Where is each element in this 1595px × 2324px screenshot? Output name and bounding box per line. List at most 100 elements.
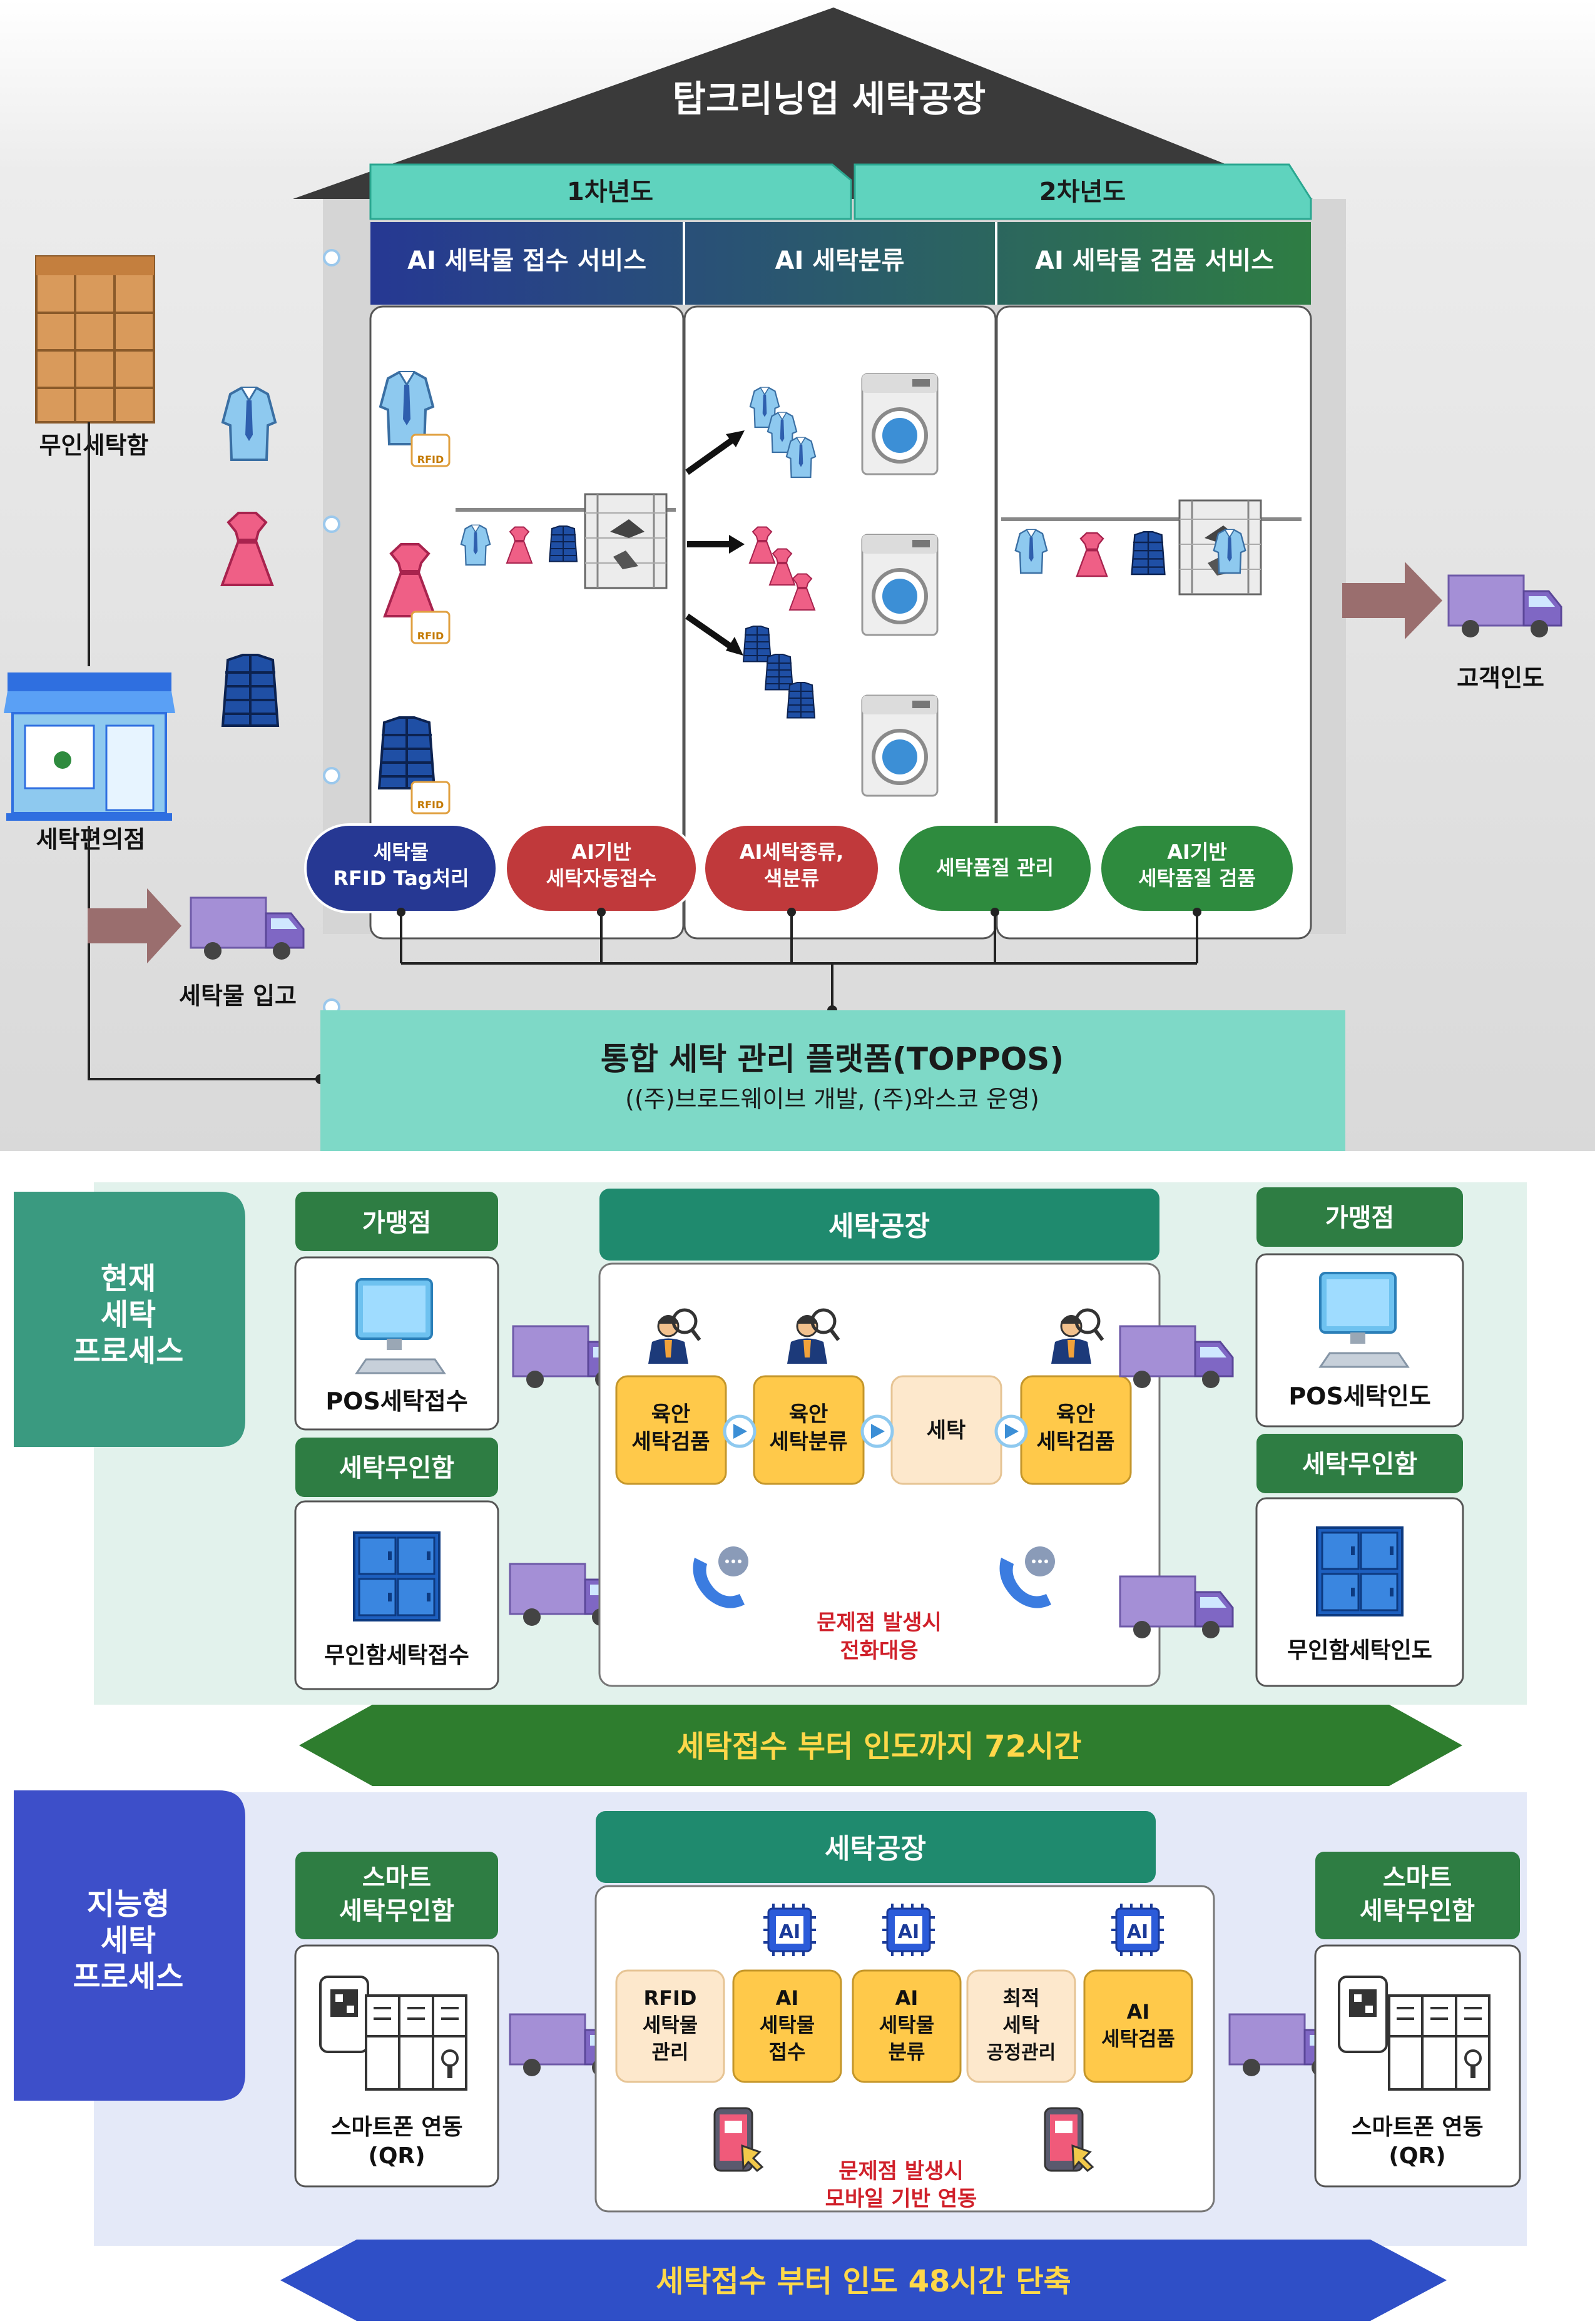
left-franchise-title: 가맹점 xyxy=(362,1209,431,1237)
year-2-label: 2차년도 xyxy=(1039,178,1126,206)
left-smart-locker-title-line1: 스마트 xyxy=(362,1864,431,1892)
step-ai-sorting xyxy=(852,1969,962,2083)
unmanned-locker-label: 무인세탁함 xyxy=(39,432,149,459)
ai-chip-label: AI xyxy=(898,1921,919,1943)
shirt-icon xyxy=(379,371,434,445)
pill-rfid-tag-line1: 세탁물 xyxy=(374,840,429,864)
left-smart-caption-line2: (QR) xyxy=(368,2143,425,2169)
year-2-bar xyxy=(854,163,1312,220)
laundry-store-icon xyxy=(4,672,175,821)
right-smart-locker-title-line1: 스마트 xyxy=(1383,1864,1452,1892)
pill-auto-reception-line2: 세탁자동접수 xyxy=(546,866,657,890)
scanner-gate-icon xyxy=(584,493,668,589)
pill-rfid-tag-line2: RFID Tag처리 xyxy=(333,866,469,890)
factory-roof xyxy=(293,8,1313,199)
locker-icon xyxy=(353,1531,441,1621)
current-process-side-tab xyxy=(14,1192,245,1447)
current-factory-title: 세탁공장 xyxy=(828,1210,930,1242)
service-reception-label: AI 세탁물 접수 서비스 xyxy=(407,246,646,275)
step-optimal-line2: 세탁 xyxy=(1003,2013,1040,2037)
step-arrows xyxy=(723,1414,1028,1448)
right-smart-locker-title-line2: 세탁무인함 xyxy=(1360,1897,1475,1926)
step-final-inspection-line1: 육안 xyxy=(1056,1402,1096,1427)
pill-quality-inspection-line1: AI기반 xyxy=(1167,840,1227,864)
ai-chip-label: AI xyxy=(1127,1921,1148,1943)
delivery-label: 고객인도 xyxy=(1457,664,1544,692)
step-washing-line1: 세탁 xyxy=(927,1418,966,1443)
locker-icon xyxy=(1316,1526,1404,1616)
current-side-line2: 세탁 xyxy=(101,1297,156,1332)
step-ai-inspection-line2: 세탁검품 xyxy=(1101,2027,1175,2051)
delivery-arrow xyxy=(1342,562,1442,639)
smart-factory-header xyxy=(596,1811,1156,1883)
step-ai-sorting-line2: 세탁물 xyxy=(879,2013,934,2037)
unmanned-locker-icon xyxy=(35,255,155,424)
step-rfid-management xyxy=(615,1969,725,2083)
step-ai-sorting-line3: 분류 xyxy=(889,2040,925,2064)
step-ai-inspection xyxy=(1083,1969,1193,2083)
right-franchise-header xyxy=(1256,1187,1463,1247)
jacket-icon xyxy=(378,716,436,789)
factory-title: 탑크리닝업 세탁공장 xyxy=(673,78,986,120)
current-factory-header xyxy=(599,1189,1159,1261)
pos-computer-icon xyxy=(355,1278,446,1374)
step-rfid-line3: 관리 xyxy=(652,2040,689,2064)
jacket-icon xyxy=(222,654,279,727)
step-rfid-line1: RFID xyxy=(644,1986,697,2010)
current-issue-line1: 문제점 발생시 xyxy=(817,1610,942,1635)
smart-side-line3: 프로세스 xyxy=(73,1959,184,1994)
qr-phone-icon xyxy=(1338,1976,1388,2053)
locker-reception-label: 무인함세탁접수 xyxy=(324,1643,469,1668)
step-ai-reception-line2: 세탁물 xyxy=(760,2013,815,2037)
step-visual-inspection-line2: 세탁검품 xyxy=(631,1429,710,1454)
pos-delivery-label: POS세탁인도 xyxy=(1288,1383,1430,1410)
current-time-banner-text: 세탁접수 부터 인도까지 72시간 xyxy=(677,1729,1082,1764)
shirt-icon xyxy=(222,387,277,461)
left-smart-locker-header xyxy=(295,1852,498,1939)
step-ai-sorting-line1: AI xyxy=(895,1986,919,2010)
pill-auto-reception-line1: AI기반 xyxy=(571,840,631,864)
smart-locker-icon xyxy=(1388,1994,1491,2091)
step-visual-sorting-line1: 육안 xyxy=(789,1402,828,1427)
service-inspection-label: AI 세탁물 검품 서비스 xyxy=(1035,246,1274,275)
smart-issue-line2: 모바일 기반 연동 xyxy=(825,2186,977,2211)
step-optimal-process xyxy=(966,1969,1076,2083)
qr-phone-icon xyxy=(319,1976,369,2053)
left-franchise-header xyxy=(295,1192,498,1251)
pill-quality-inspection-line2: 세탁품질 검품 xyxy=(1138,866,1256,890)
ai-chip-label: AI xyxy=(779,1921,800,1943)
pill-quality-management-line1: 세탁품질 관리 xyxy=(936,856,1054,880)
step-visual-inspection-line1: 육안 xyxy=(651,1402,691,1427)
pill-type-color-sort-line1: AI세탁종류, xyxy=(740,840,844,864)
pos-computer-icon xyxy=(1319,1272,1409,1368)
right-smart-locker-header xyxy=(1315,1852,1520,1939)
left-locker-title: 세탁무인함 xyxy=(339,1454,454,1483)
left-locker-header xyxy=(295,1438,498,1497)
service-sorting-label: AI 세탁분류 xyxy=(775,246,905,275)
laundry-store-label: 세탁편의점 xyxy=(36,826,146,853)
intake-arrow xyxy=(88,888,181,963)
smart-process-side-tab xyxy=(14,1790,245,2101)
smart-time-banner xyxy=(280,2240,1447,2321)
service-header-bar xyxy=(370,222,1311,305)
step-ai-reception-line3: 접수 xyxy=(769,2040,806,2064)
smart-time-banner-text: 세탁접수 부터 인도 48시간 단축 xyxy=(656,2264,1071,2299)
step-ai-reception-line1: AI xyxy=(776,1986,799,2010)
current-side-line3: 프로세스 xyxy=(73,1334,184,1369)
intake-label: 세탁물 입고 xyxy=(179,982,297,1010)
sort-arrow xyxy=(685,435,737,475)
right-smart-caption-line1: 스마트폰 연동 xyxy=(1351,2114,1483,2140)
panel-inspection xyxy=(996,305,1312,940)
current-time-banner xyxy=(299,1705,1462,1786)
smart-side-line2: 세탁 xyxy=(101,1923,156,1958)
step-ai-reception xyxy=(732,1969,842,2083)
washer-icon xyxy=(862,535,937,635)
pos-reception-label: POS세탁접수 xyxy=(325,1388,467,1415)
left-smart-caption-line1: 스마트폰 연동 xyxy=(330,2114,462,2140)
platform-box xyxy=(320,1010,1345,1151)
platform-title: 통합 세탁 관리 플랫폼(TOPPOS) xyxy=(601,1041,1064,1077)
rfid-tag-label: RFID xyxy=(417,630,444,642)
washer-icon xyxy=(862,374,937,474)
current-issue-line2: 전화대응 xyxy=(840,1638,918,1663)
